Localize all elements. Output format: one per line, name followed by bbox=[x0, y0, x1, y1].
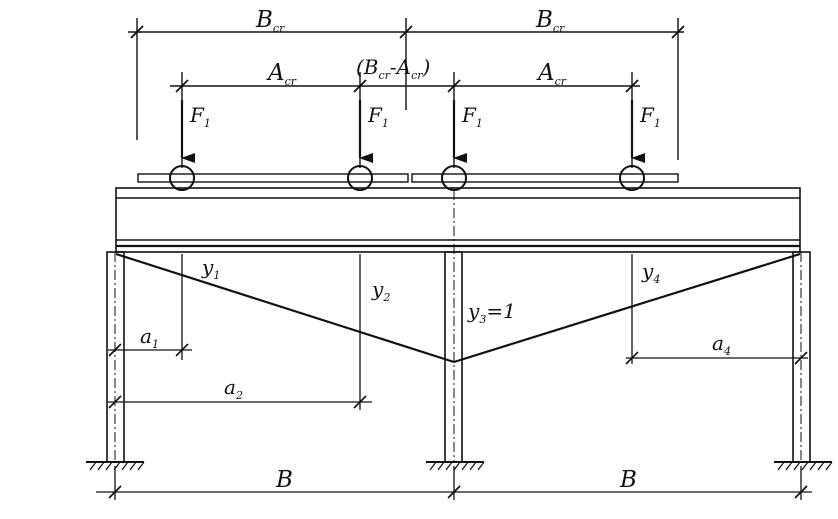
label-b-cr-minus-a-cr: (Bcr-Acr) bbox=[356, 55, 430, 82]
columns bbox=[106, 190, 811, 463]
label-force-3: F1 bbox=[461, 103, 483, 130]
label-a-cr-right: Acr bbox=[536, 60, 567, 88]
label-y4: y4 bbox=[641, 259, 660, 286]
label-b-cr-left: Bcr bbox=[255, 7, 285, 35]
crane-rails bbox=[137, 173, 679, 183]
force-arrows bbox=[180, 100, 645, 163]
label-force-1: F1 bbox=[189, 103, 211, 130]
label-y2: y2 bbox=[371, 277, 390, 304]
label-y3: y3=1 bbox=[467, 299, 516, 326]
dimension-a-lines bbox=[108, 343, 808, 409]
crane-wheels bbox=[169, 165, 645, 191]
dimension-b-bottom bbox=[96, 466, 812, 500]
label-a1: a1 bbox=[140, 324, 159, 351]
label-b-cr-right: Bcr bbox=[535, 7, 565, 35]
influence-line bbox=[115, 252, 801, 364]
label-a2: a2 bbox=[224, 375, 243, 402]
label-y1: y1 bbox=[201, 255, 220, 282]
label-a-cr-left: Acr bbox=[266, 60, 297, 88]
label-force-4: F1 bbox=[639, 103, 661, 130]
label-b-left: B bbox=[275, 467, 293, 493]
dimension-b-cr-top bbox=[128, 18, 685, 160]
dimension-a-cr bbox=[170, 72, 640, 168]
label-a4: a4 bbox=[712, 331, 731, 358]
supports bbox=[86, 461, 833, 471]
ordinates bbox=[181, 254, 633, 410]
crane-beam bbox=[115, 187, 801, 253]
label-b-right: B bbox=[619, 467, 637, 493]
label-force-2: F1 bbox=[367, 103, 389, 130]
